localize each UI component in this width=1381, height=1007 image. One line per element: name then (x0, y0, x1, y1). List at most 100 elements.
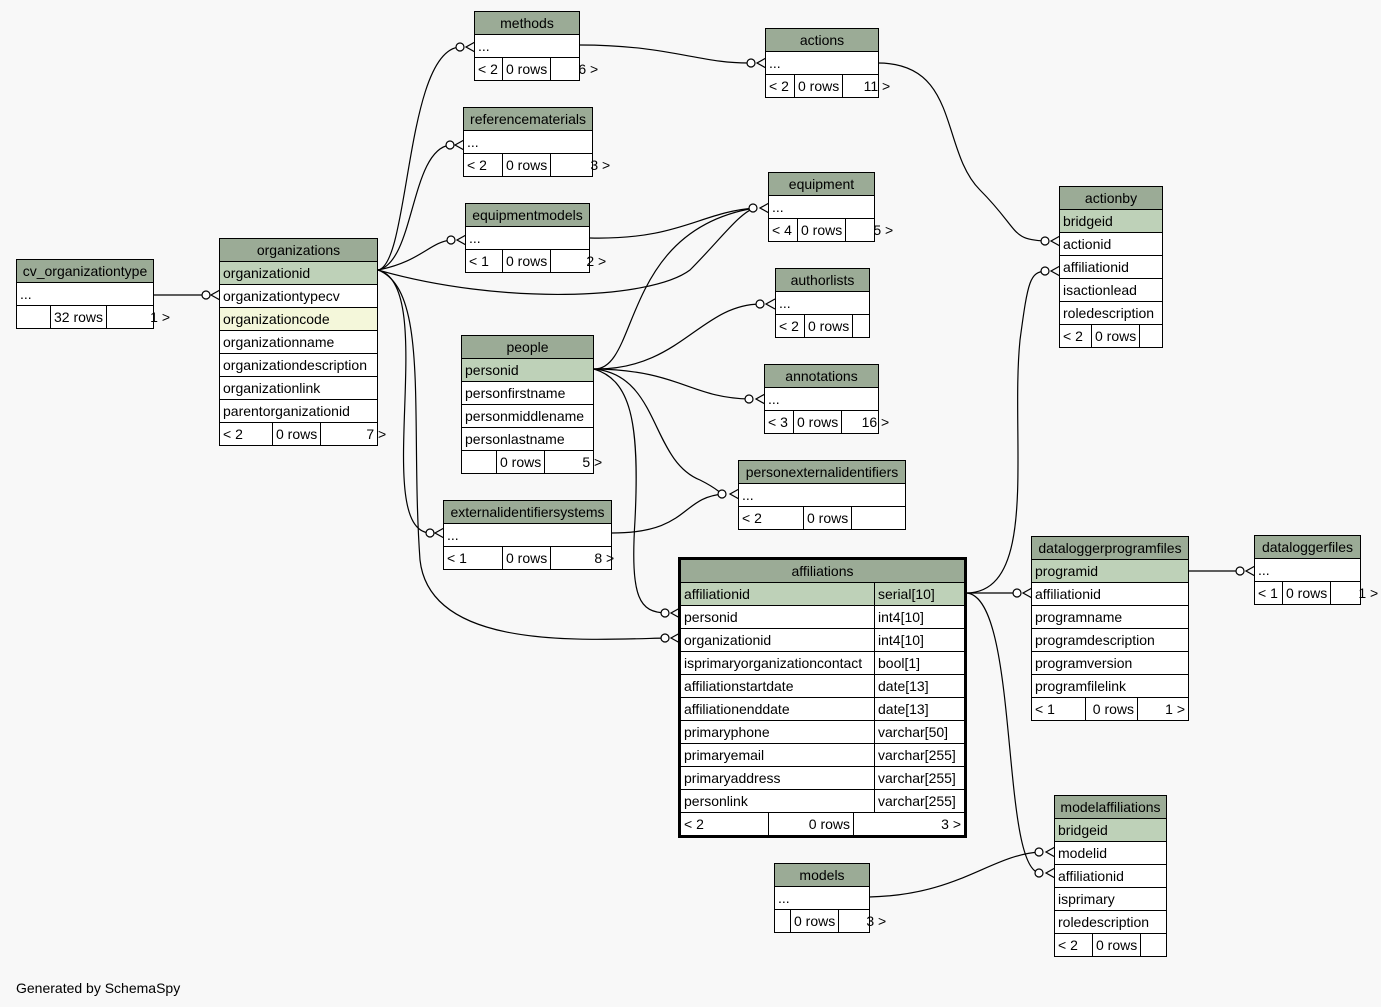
parents-link[interactable]: < 1 (1255, 582, 1283, 604)
parents-link[interactable]: < 1 (444, 547, 503, 569)
parents-link[interactable]: < 3 (765, 411, 794, 433)
column-row[interactable]: roledescription (1055, 911, 1166, 934)
table-header[interactable]: affiliations (681, 560, 964, 583)
table-header[interactable]: people (462, 336, 593, 359)
parents-link[interactable] (17, 306, 51, 328)
children-link[interactable]: 2 > (586, 253, 607, 269)
parents-link[interactable] (775, 910, 791, 932)
column-row[interactable]: organizationname (220, 331, 377, 354)
table-header[interactable]: organizations (220, 239, 377, 262)
column-row[interactable]: organizationid (220, 262, 377, 285)
column-row[interactable]: personfirstname (462, 382, 593, 405)
column-row[interactable]: organizationdescription (220, 354, 377, 377)
parents-link[interactable]: < 2 (1055, 934, 1093, 956)
column-row[interactable]: organizationtypecv (220, 285, 377, 308)
column-row[interactable]: affiliationid (1060, 256, 1162, 279)
children-link[interactable] (1141, 934, 1195, 956)
parents-link[interactable]: < 2 (464, 154, 503, 176)
column-row[interactable]: programdescription (1032, 629, 1188, 652)
children-link[interactable]: 3 > (590, 157, 611, 173)
column-row[interactable]: parentorganizationid (220, 400, 377, 423)
children-link[interactable]: 1 > (150, 309, 171, 325)
parents-link[interactable]: < 2 (220, 423, 273, 445)
parents-link[interactable]: < 2 (776, 315, 805, 337)
children-link[interactable]: 5 > (582, 454, 603, 470)
column-row[interactable]: bridgeid (1055, 819, 1166, 842)
table-header[interactable]: dataloggerprogramfiles (1032, 537, 1188, 560)
children-link[interactable]: 1 > (1358, 585, 1379, 601)
table-header[interactable]: dataloggerfiles (1255, 536, 1360, 559)
table-header[interactable]: modelaffiliations (1055, 796, 1166, 819)
table-header[interactable]: methods (475, 12, 579, 35)
children-link[interactable]: 5 > (873, 222, 894, 238)
column-row[interactable]: programid (1032, 560, 1188, 583)
table-header[interactable]: externalidentifiersystems (444, 501, 611, 524)
column-row[interactable]: personid (462, 359, 593, 382)
table-header[interactable]: personexternalidentifiers (739, 461, 905, 484)
children-link[interactable]: 3 > (941, 816, 961, 832)
table-header[interactable]: actionby (1060, 187, 1162, 210)
column-row[interactable]: isactionlead (1060, 279, 1162, 302)
column-row[interactable]: personlastname (462, 428, 593, 451)
column-row[interactable]: organizationcode (220, 308, 377, 331)
table-header[interactable]: annotations (765, 365, 878, 388)
children-link[interactable] (852, 507, 922, 529)
table-header[interactable]: referencematerials (464, 108, 592, 131)
children-link[interactable]: 7 > (366, 426, 387, 442)
children-link[interactable] (1140, 325, 1194, 347)
column-row[interactable]: affiliationid (1032, 583, 1188, 606)
parents-link[interactable]: < 2 (681, 813, 769, 835)
column-row[interactable]: isprimary (1055, 888, 1166, 911)
column-row[interactable]: personmiddlename (462, 405, 593, 428)
column-row[interactable]: bridgeid (1060, 210, 1162, 233)
children-link[interactable] (853, 315, 916, 337)
column-row[interactable]: roledescription (1060, 302, 1162, 325)
parents-link[interactable]: < 4 (769, 219, 798, 241)
column-row[interactable]: affiliationid (1055, 865, 1166, 888)
column-row[interactable]: organizationlink (220, 377, 377, 400)
table-header[interactable]: equipmentmodels (466, 204, 589, 227)
parents-link[interactable] (462, 451, 497, 473)
table-header[interactable]: actions (766, 29, 878, 52)
table-header[interactable]: equipment (769, 173, 874, 196)
children-link[interactable]: 6 > (578, 61, 599, 77)
table-header[interactable]: models (775, 864, 869, 887)
column-row[interactable]: actionid (1060, 233, 1162, 256)
parents-link[interactable]: < 2 (475, 58, 503, 80)
column-row[interactable]: programfilelink (1032, 675, 1188, 698)
parents-link[interactable]: < 2 (766, 75, 795, 97)
children-link[interactable]: 11 > (863, 78, 891, 94)
column-row[interactable]: programversion (1032, 652, 1188, 675)
parents-link[interactable]: < 2 (739, 507, 804, 529)
children-link[interactable]: 8 > (594, 550, 615, 566)
column-row[interactable]: programname (1032, 606, 1188, 629)
table-header[interactable]: authorlists (776, 269, 869, 292)
column-row[interactable]: modelid (1055, 842, 1166, 865)
